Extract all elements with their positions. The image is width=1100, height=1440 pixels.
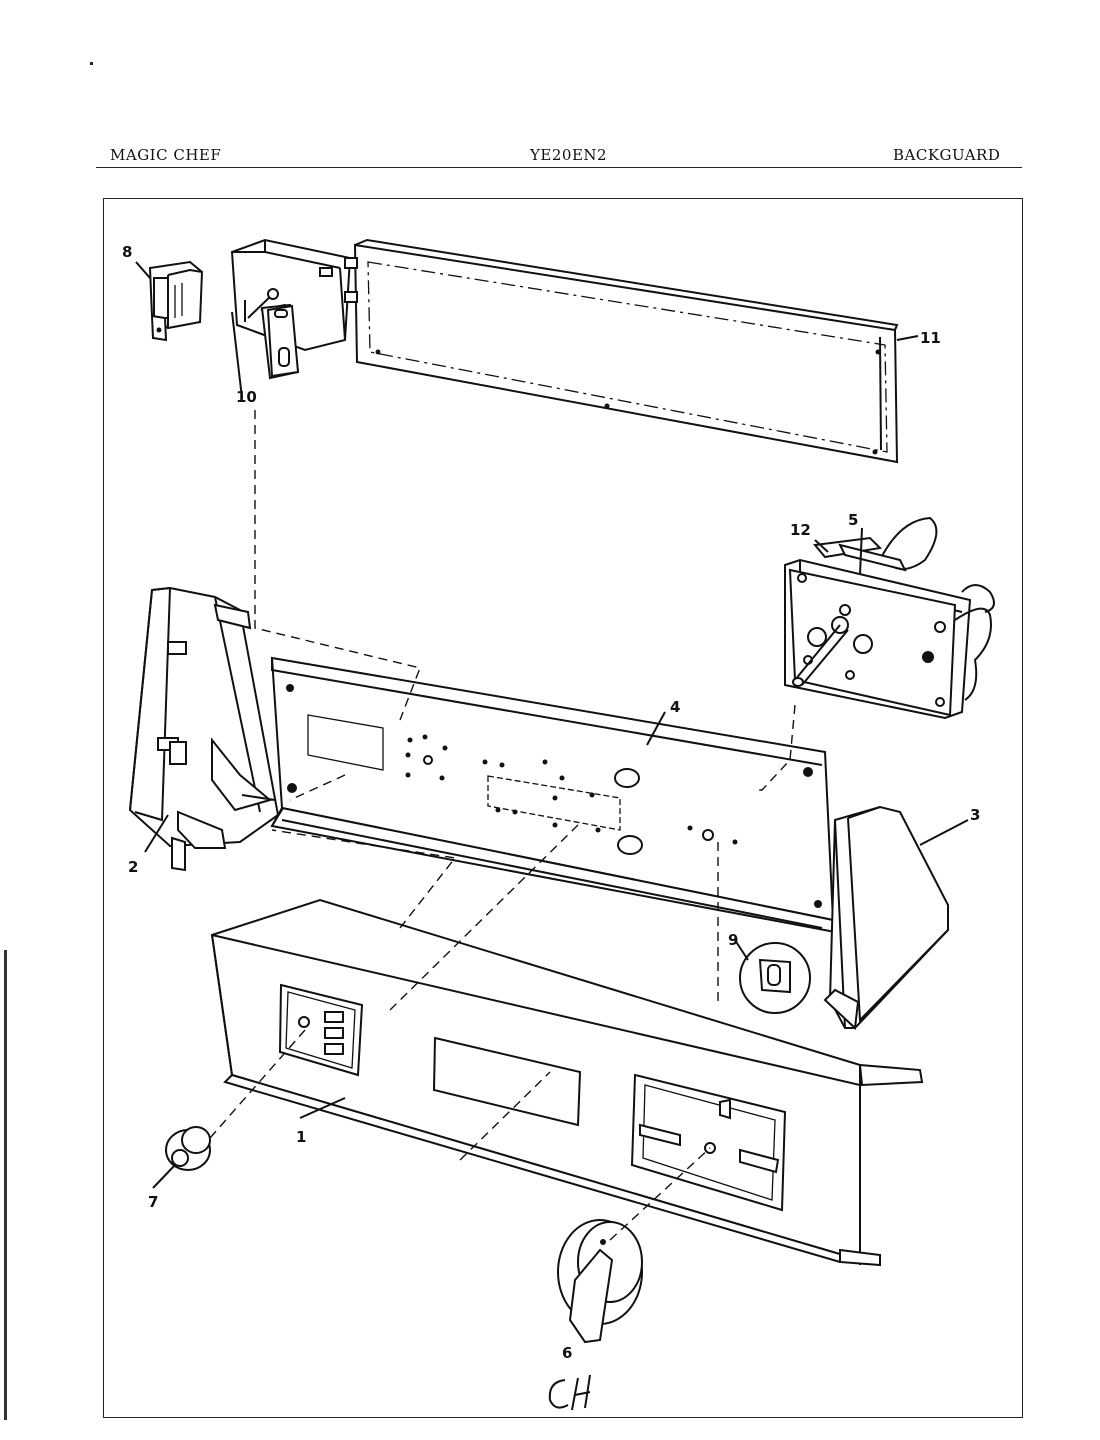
callout-8: 8 (122, 243, 132, 261)
callout-9: 9 (728, 931, 738, 949)
callout-7: 7 (148, 1193, 158, 1211)
part-3-right-end-cap (823, 805, 969, 1031)
part-6-knob (557, 1219, 643, 1344)
section-title: BACKGUARD (893, 146, 1001, 164)
part-4-main-panel (270, 656, 837, 934)
callout-3: 3 (970, 806, 980, 824)
part-1-control-panel (210, 898, 924, 1267)
callout-6: 6 (562, 1344, 572, 1362)
model-number: YE20EN2 (530, 146, 608, 164)
callout-2: 2 (128, 858, 138, 876)
callout-5: 5 (848, 511, 858, 529)
part-5-timer (784, 516, 995, 720)
scan-edge-mark (4, 950, 7, 1420)
callout-12: 12 (790, 521, 811, 539)
handwritten-mark (548, 1374, 591, 1411)
diagram-frame (103, 198, 1023, 1418)
part-10-relay (230, 238, 358, 399)
header-rule (96, 167, 1022, 168)
part-8-switch (135, 260, 204, 342)
brand-label: MAGIC CHEF (110, 146, 222, 164)
panel-holes (405, 734, 738, 845)
callout-10: 10 (236, 388, 257, 406)
assembly-lines (209, 410, 796, 1241)
part-7-knob (152, 1126, 211, 1189)
part-11-top-trim (353, 238, 919, 464)
part-9-clip (734, 939, 811, 1014)
scan-speck (90, 62, 93, 65)
callout-1: 1 (296, 1128, 306, 1146)
part-2-left-end-cap (128, 586, 280, 872)
callout-4: 4 (670, 698, 680, 716)
callout-11: 11 (920, 329, 941, 347)
